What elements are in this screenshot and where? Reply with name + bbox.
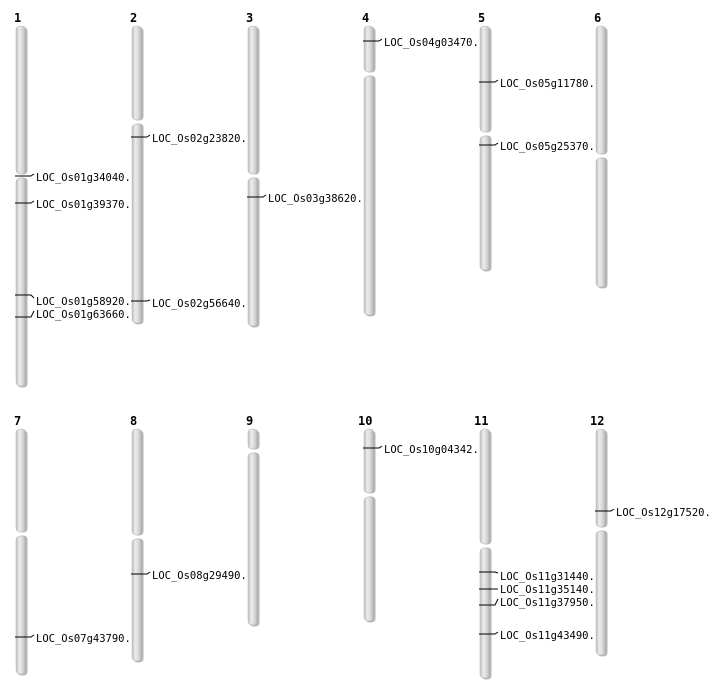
chromosome-number: 10 [358,414,372,428]
gene-marker-line [131,299,151,302]
gene-marker-line [479,631,499,635]
gene-marker-line [363,445,383,449]
chromosome-short-arm [247,25,259,175]
chromosome-long-arm [479,547,491,679]
gene-label: LOC_Os01g63660.1 [36,309,137,321]
chromosome-short-arm [15,25,27,175]
chromosome-long-arm [595,530,607,656]
gene-label: LOC_Os12g17520.1 [616,507,712,519]
chromosome-number: 1 [14,11,21,25]
chromosome-short-arm [131,428,143,536]
chromosome-number: 6 [594,11,601,25]
chromosome-number: 5 [478,11,485,25]
gene-marker-line [131,134,151,138]
chromosome-9: 9 [246,414,260,627]
chromosome-long-arm [131,123,143,324]
gene-label: LOC_Os02g56640.1 [152,298,253,310]
gene-marker-line [15,200,35,204]
gene-label: LOC_Os03g38620.1 [268,193,369,205]
chromosome-long-arm [479,135,491,271]
gene-marker-line [15,634,35,638]
chromosome-6: 6 [594,11,608,289]
gene-marker-line [15,173,35,177]
gene-label: LOC_Os04g03470.1 [384,37,485,49]
chromosome-11: 11LOC_Os11g31440.1LOC_Os11g35140.1LOC_Os… [474,414,601,680]
gene-marker-line [479,142,499,146]
chromosome-long-arm [131,538,143,662]
gene-label: LOC_Os08g29490.1 [152,570,253,582]
chromosome-long-arm [15,535,27,675]
gene-label: LOC_Os10g04342.1 [384,444,485,456]
gene-marker-line [15,294,35,299]
chromosome-long-arm [595,157,607,288]
chromosome-number: 8 [130,414,137,428]
gene-label: LOC_Os11g43490.1 [500,630,601,642]
chromosome-short-arm [595,25,607,155]
chromosome-number: 11 [474,414,488,428]
gene-label: LOC_Os01g34040.1 [36,172,137,184]
chromosome-short-arm [15,428,27,533]
gene-label: LOC_Os05g25370.1 [500,141,601,153]
gene-label: LOC_Os11g37950.1 [500,597,601,609]
chromosome-short-arm [131,25,143,121]
gene-marker-line [15,310,35,318]
chromosome-number: 3 [246,11,253,25]
chromosome-number: 9 [246,414,253,428]
chromosome-long-arm [363,496,375,622]
chromosome-number: 12 [590,414,604,428]
gene-label: LOC_Os07g43790.1 [36,633,137,645]
gene-marker-line [479,571,499,574]
chromosome-1: 1LOC_Os01g34040.1LOC_Os01g39370.1LOC_Os0… [14,11,137,388]
gene-label: LOC_Os11g31440.1 [500,571,601,583]
gene-marker-line [247,194,267,198]
chromosome-short-arm [363,25,375,73]
gene-label: LOC_Os05g11780.1 [500,78,601,90]
chromosome-number: 2 [130,11,137,25]
gene-label: LOC_Os01g39370.1 [36,199,137,211]
gene-marker-line [131,571,151,575]
gene-marker-line [363,38,383,42]
chromosome-number: 7 [14,414,21,428]
gene-label: LOC_Os01g58920.1 [36,296,137,308]
gene-marker-line [595,508,615,512]
gene-label: LOC_Os02g23820.1 [152,133,253,145]
chromosome-short-arm [479,428,491,545]
chromosome-short-arm [363,428,375,494]
chromosome-short-arm [595,428,607,528]
gene-label: LOC_Os11g35140.1 [500,584,601,596]
chromosome-long-arm [363,75,375,316]
chromosome-number: 4 [362,11,369,25]
chromosome-long-arm [247,452,259,626]
chromosome-long-arm [247,177,259,327]
gene-marker-line [479,79,499,83]
chromosome-short-arm [247,428,259,450]
gene-marker-line [479,598,499,606]
chromosome-short-arm [479,25,491,133]
chromosome-long-arm [15,177,27,387]
